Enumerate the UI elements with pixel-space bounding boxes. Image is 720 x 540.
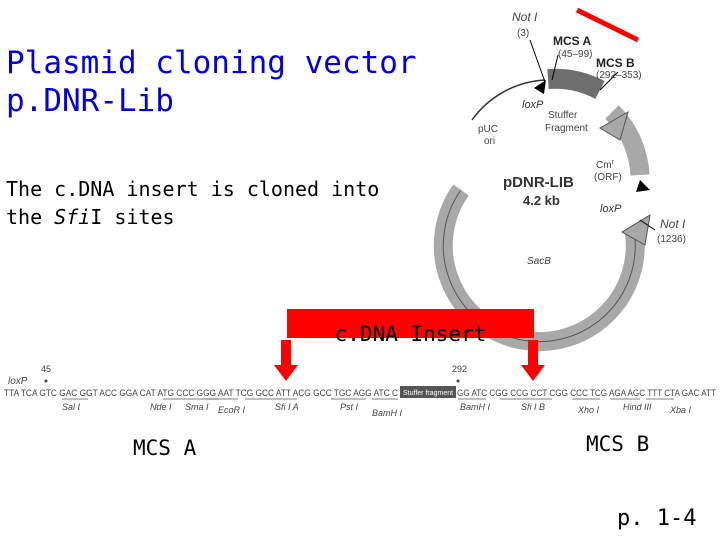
stuffer-box	[400, 386, 456, 398]
site-bamh-i-left: BamH I	[372, 408, 403, 418]
site-sal-i: Sal I	[62, 402, 81, 412]
description-line-2-suffix: I sites	[90, 205, 175, 229]
site-xho-i: Xho I	[577, 405, 600, 415]
sacb-arrow-head	[621, 214, 651, 246]
loxp-right-label: loxP	[600, 203, 622, 215]
site-xba-i: Xba I	[669, 405, 692, 415]
site-pst-i: Pst I	[340, 402, 359, 412]
puc-ori-label-1: pUC	[478, 124, 498, 135]
notI-top-pos: (3)	[517, 28, 529, 39]
site-sma-i: Sma I	[185, 402, 209, 412]
sfi-b-arrow	[521, 340, 545, 381]
mcs-b-label: MCS B	[586, 432, 650, 456]
sequence-left: TTA TCA GTC GAC GGT ACC GGA CAT ATG CCC …	[4, 388, 398, 399]
site-ecor-i: EcoR I	[218, 405, 246, 415]
cdna-insert-label: c.DNA Insert	[334, 322, 487, 346]
pos-292-dot	[456, 379, 460, 383]
site-bamh-i-right: BamH I	[460, 402, 491, 412]
puc-ori-label-2: ori	[484, 136, 495, 147]
cm-arrow-head	[599, 110, 629, 141]
site-nde-i: Nde I	[150, 402, 172, 412]
cdna-insert-box: c.DNA Insert	[287, 309, 534, 346]
mcs-b-map-label: MCS B	[596, 56, 635, 70]
loxp-marker-top	[534, 80, 546, 94]
slide-title: Plasmid cloning vector p.DNR-Lib	[6, 44, 417, 120]
site-sfi-i-a: Sfi I A	[275, 402, 299, 412]
stuffer-label: Stuffer fragment	[403, 390, 453, 397]
mcs-a-range: (45–99)	[558, 49, 592, 60]
page-reference: p. 1-4	[617, 506, 697, 531]
mcs-a-map-label: MCS A	[553, 34, 592, 48]
notI-right-label: Not I	[660, 217, 686, 231]
title-line-1: Plasmid cloning vector	[6, 45, 417, 81]
plasmid-size: 4.2 kb	[523, 193, 560, 208]
cm-orf-label: (ORF)	[594, 172, 622, 183]
sequence-right: GG ATC CGG CCG CCT CGG CCC TCG AGA AGC T…	[457, 388, 716, 399]
loxp-marker-right	[636, 180, 650, 192]
description-line-1: The c.DNA insert is cloned into	[6, 177, 380, 201]
pos-292-label: 292	[452, 364, 467, 374]
mcs-a-label: MCS A	[133, 436, 197, 460]
description-line-2-italic: Sfi	[54, 205, 91, 229]
cm-label: Cmr	[596, 159, 615, 171]
stuffer-label-2: Fragment	[545, 123, 588, 134]
notI-right-pos: (1236)	[657, 234, 686, 245]
title-line-2: p.DNR-Lib	[6, 83, 174, 119]
sfi-a-arrow	[274, 340, 298, 381]
red-mark-line	[575, 7, 640, 43]
loxp-top-label: loxP	[522, 99, 544, 111]
sacb-label: SacB	[527, 256, 551, 267]
stuffer-label-1: Stuffer	[548, 110, 578, 121]
plasmid-ring	[433, 39, 656, 352]
pos-45-label: 45	[41, 364, 51, 374]
mcs-b-range: (292–353)	[596, 70, 642, 81]
pos-45-dot	[44, 379, 48, 383]
notI-top-label: Not I	[512, 10, 538, 24]
plasmid-name: pDNR-LIB	[503, 174, 574, 191]
site-sfi-i-b: Sfi I B	[521, 402, 545, 412]
description-line-2-prefix: the	[6, 205, 55, 229]
loxp-seq-label: loxP	[8, 376, 28, 387]
site-hind-iii: Hind III	[623, 402, 652, 412]
description: The c.DNA insert is cloned into the SfiI…	[6, 175, 379, 231]
